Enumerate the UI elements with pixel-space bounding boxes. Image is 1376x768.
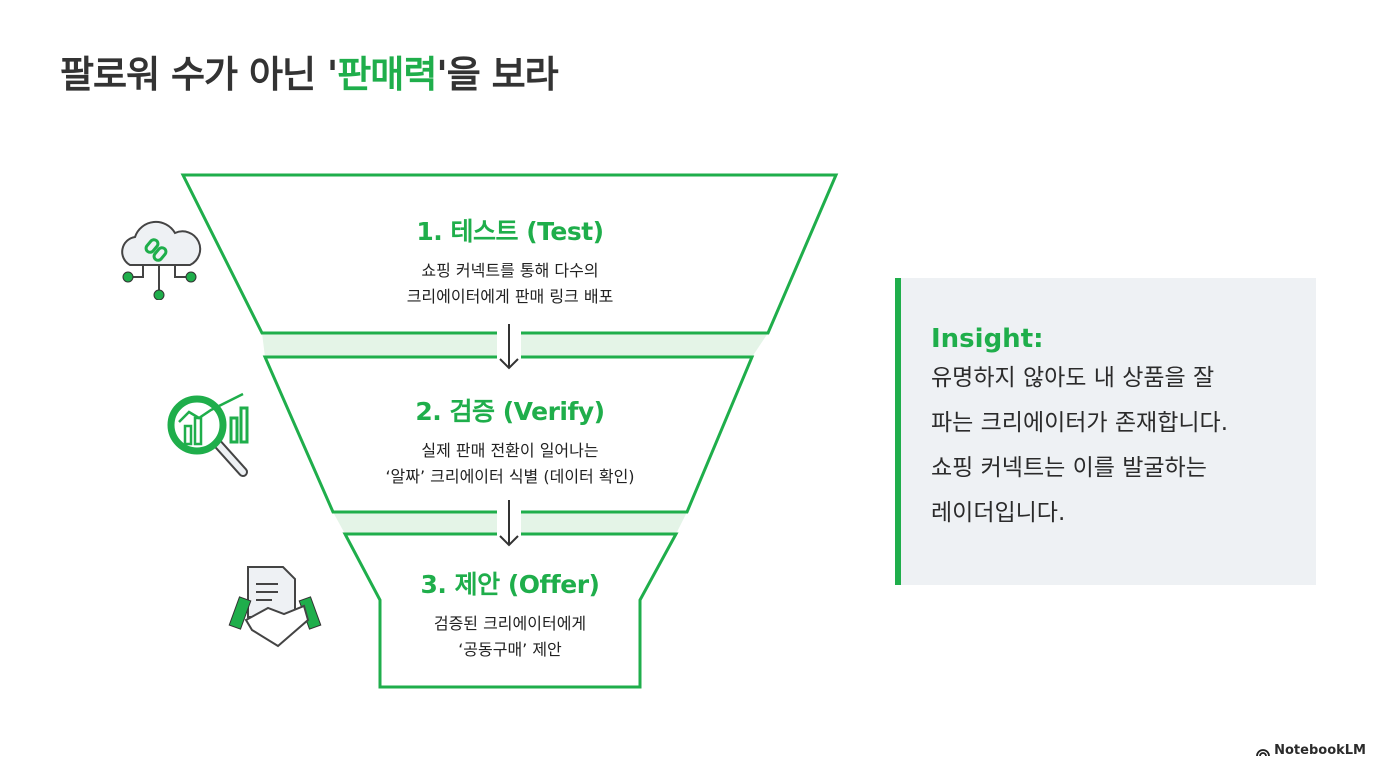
funnel-stage-3-shape	[342, 532, 679, 689]
cloud-link-icon	[121, 220, 202, 300]
arrow-down-icon	[497, 324, 521, 370]
insight-heading: Insight:	[931, 324, 1044, 354]
stage-desc-line: 검증된 크리에이터에게	[433, 614, 587, 633]
notebooklm-watermark: NotebookLM	[1256, 743, 1366, 758]
insight-line: 레이더입니다.	[931, 500, 1066, 526]
stage-desc-line: ‘알짜’ 크리에이터 식별 (데이터 확인)	[385, 467, 635, 486]
stage-desc-line: 실제 판매 전환이 일어나는	[421, 441, 599, 460]
stage-heading: 1. 테스트 (Test)	[416, 217, 604, 246]
funnel-stage-offer: 3. 제안 (Offer) 검증된 크리에이터에게 ‘공동구매’ 제안	[310, 565, 710, 663]
stage-heading: 2. 검증 (Verify)	[415, 397, 605, 426]
funnel-stage-2-shape	[262, 355, 755, 514]
insight-panel: Insight: 유명하지 않아도 내 상품을 잘 파는 크리에이터가 존재합니…	[895, 278, 1316, 585]
insight-line: 유명하지 않아도 내 상품을 잘	[931, 365, 1215, 391]
insight-line: 파는 크리에이터가 존재합니다.	[931, 410, 1229, 436]
notebooklm-logo-icon	[1256, 748, 1271, 756]
stage-heading: 3. 제안 (Offer)	[420, 570, 600, 599]
analytics-magnifier-icon	[167, 392, 249, 477]
insight-line: 쇼핑 커넥트는 이를 발굴하는	[931, 455, 1207, 481]
stage-desc-line: 쇼핑 커넥트를 통해 다수의	[421, 261, 599, 280]
stage-desc-line: ‘공동구매’ 제안	[458, 640, 562, 659]
arrow-down-icon	[497, 500, 521, 547]
slide-title: 팔로워 수가 아닌 '판매력'을 보라	[60, 44, 559, 98]
funnel-stage-1-shape	[180, 173, 839, 335]
brand-label: NotebookLM	[1274, 743, 1366, 758]
title-suffix: '을 보라	[436, 53, 558, 96]
funnel-stage-verify: 2. 검증 (Verify) 실제 판매 전환이 일어나는 ‘알짜’ 크리에이터 …	[310, 392, 710, 490]
title-prefix: 팔로워 수가 아닌 '	[60, 53, 338, 96]
handshake-document-icon	[228, 566, 322, 648]
stage-desc-line: 크리에이터에게 판매 링크 배포	[406, 287, 614, 306]
title-highlight: 판매력	[337, 53, 437, 96]
